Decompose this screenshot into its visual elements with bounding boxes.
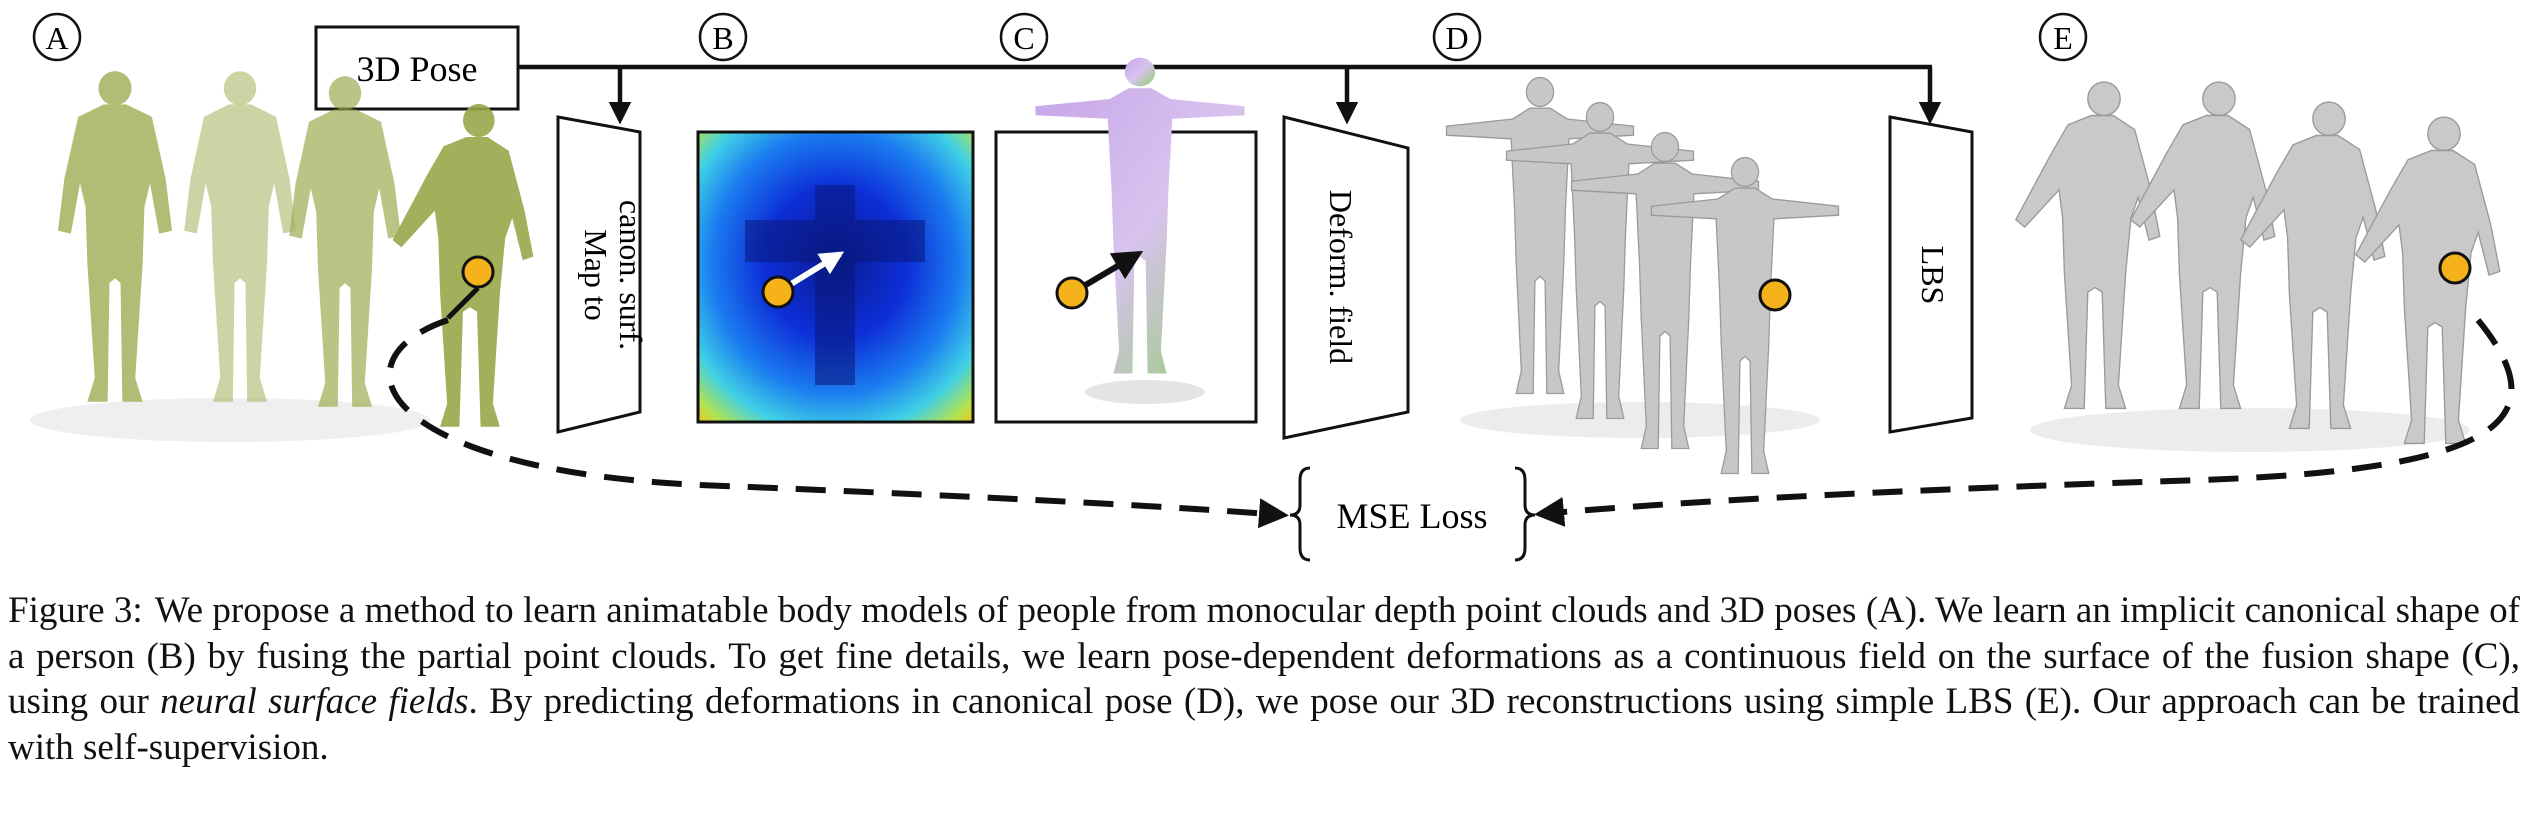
svg-text:A: A <box>45 20 68 56</box>
svg-text:D: D <box>1445 20 1468 56</box>
label-e: E <box>2038 12 2088 62</box>
caption-text-part2: . By predicting deformations in canonica… <box>8 681 2521 768</box>
label-a: A <box>32 12 82 62</box>
lbs-block: LBS <box>1888 115 1974 434</box>
svg-text:MSE Loss: MSE Loss <box>1336 496 1487 536</box>
point-marker-a <box>461 255 495 289</box>
svg-text:C: C <box>1013 20 1034 56</box>
caption-text-part1: We propose a method to learn animatable … <box>8 590 2520 722</box>
label-d: D <box>1432 12 1482 62</box>
loss-dashed-paths <box>386 317 2515 529</box>
pose-input-box: 3D Pose <box>314 25 520 111</box>
map-to-canonical-block: Map to canon. surf. <box>556 115 649 434</box>
svg-text:B: B <box>712 20 733 56</box>
canonical-sdf-image <box>696 130 975 424</box>
point-marker-e <box>2438 251 2472 285</box>
figure-caption: Figure 3:We propose a method to learn an… <box>8 588 2520 770</box>
marker-arrow-a <box>446 286 480 320</box>
svg-text:3D Pose: 3D Pose <box>356 49 477 89</box>
svg-text:Deform. field: Deform. field <box>1323 190 1359 364</box>
caption-label: Figure 3: <box>8 590 143 631</box>
svg-text:canon. surf.: canon. surf. <box>613 200 649 350</box>
mse-loss-label: MSE Loss <box>1289 466 1536 562</box>
label-c: C <box>999 12 1049 62</box>
label-b: B <box>698 12 748 62</box>
caption-emphasis: neural surface fields <box>160 681 469 722</box>
canonical-surface-image <box>994 57 1258 424</box>
point-marker-d <box>1758 278 1792 312</box>
pose-bus-line <box>518 64 1942 125</box>
svg-text:Map to: Map to <box>578 229 614 321</box>
svg-text:LBS: LBS <box>1915 246 1951 305</box>
canonical-pose-meshes <box>1445 76 1840 475</box>
pipeline-diagram: A B C D E 3D Pose Map to canon. <box>30 12 2515 562</box>
svg-text:E: E <box>2053 20 2073 56</box>
posed-reconstruction-meshes <box>2015 81 2501 452</box>
point-cloud-figures <box>30 71 534 442</box>
deformation-field-block: Deform. field <box>1282 115 1410 440</box>
